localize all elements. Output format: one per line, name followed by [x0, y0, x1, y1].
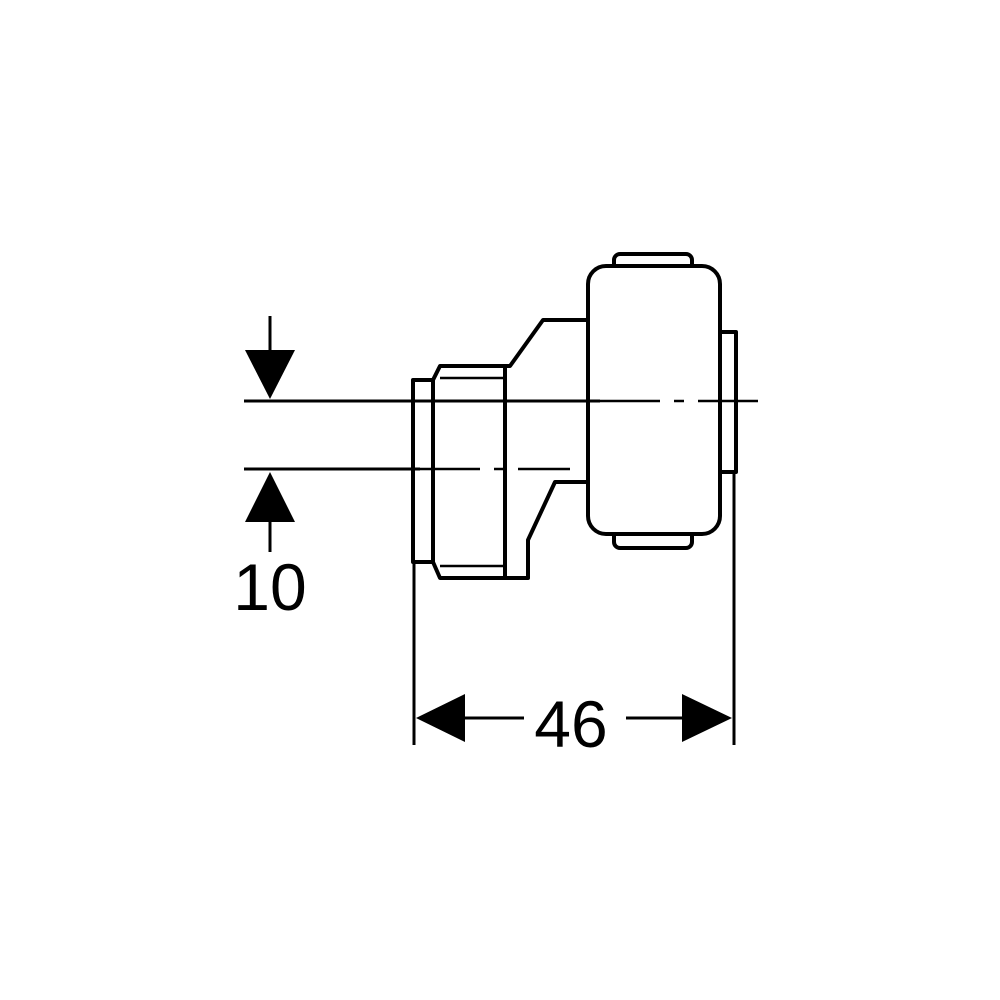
- offset-arrow-down: [245, 350, 295, 399]
- length-dimension: 46: [412, 472, 736, 761]
- fitting-part: [411, 252, 738, 580]
- length-dimension-label: 46: [534, 687, 607, 761]
- offset-arrow-up: [245, 472, 295, 522]
- transition-body: [503, 318, 592, 580]
- length-arrow-left: [416, 694, 465, 742]
- offset-dimension-label: 10: [233, 550, 306, 624]
- offset-dimension: 10: [233, 316, 307, 624]
- center-lines: [244, 399, 768, 471]
- length-arrow-right: [682, 694, 732, 742]
